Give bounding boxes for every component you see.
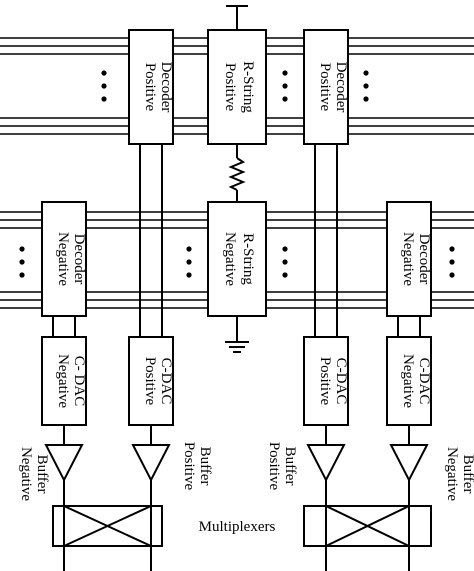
negative-buffer-right-label-1: Negative	[444, 447, 460, 501]
negative-decoder-left-block: Negative Decoder	[41, 201, 87, 317]
ellipsis-mid-1	[19, 246, 25, 278]
negative-buffer-left-label-1: Negative	[18, 447, 34, 501]
negative-buffer-left-label-2: Buffer	[34, 455, 50, 494]
positive-rstring-label-2: R-String	[240, 61, 256, 113]
positive-buffer-left-symbol	[131, 444, 171, 483]
resistor-symbol	[228, 157, 246, 191]
negative-cdac-left-block: Negative C- DAC	[41, 336, 87, 426]
negative-buffer-right-symbol	[389, 444, 429, 483]
negative-decoder-right-label-2: Decoder	[416, 234, 432, 285]
ellipsis-top-1	[101, 70, 107, 102]
negative-cdac-left-label-1: Negative	[55, 354, 71, 408]
negative-rstring-block: Negative R-String	[207, 201, 267, 317]
ellipsis-top-2	[282, 70, 288, 102]
positive-decoder-left-label-1: Positive	[142, 63, 158, 112]
positive-decoder-right-label-2: Decoder	[333, 62, 349, 113]
positive-buffer-right-label-2: Buffer	[282, 447, 298, 486]
positive-cdac-right-block: Positive C-DAC	[303, 336, 349, 426]
ellipsis-top-3	[363, 70, 369, 102]
negative-decoder-left-label-1: Negative	[55, 232, 71, 286]
positive-decoder-right-label-1: Positive	[317, 63, 333, 112]
positive-decoder-right-block: Positive Decoder	[303, 29, 349, 145]
negative-cdac-right-label-1: Negative	[400, 354, 416, 408]
negative-decoder-right-label-1: Negative	[400, 232, 416, 286]
ellipsis-mid-2	[186, 246, 192, 278]
negative-buffer-right-label-2: Buffer	[460, 455, 474, 494]
buffers	[44, 444, 429, 483]
cdac-to-buffer-wires	[63, 425, 410, 445]
buffer-to-mux-wires	[63, 480, 410, 571]
ground-symbol	[225, 341, 249, 353]
positive-decoder-left-label-2: Decoder	[158, 62, 174, 113]
negative-decoder-left-label-2: Decoder	[71, 234, 87, 285]
positive-decoder-left-block: Positive Decoder	[128, 29, 174, 145]
ellipsis-mid-4	[449, 246, 455, 278]
positive-buffer-right-symbol	[306, 444, 346, 483]
negative-rstring-label-1: Negative	[222, 232, 238, 286]
reference-network	[225, 5, 249, 353]
positive-rstring-label-1: Positive	[222, 63, 238, 112]
negative-cdac-left-label-2: C- DAC	[71, 356, 87, 406]
negative-cdac-right-block: Negative C-DAC	[386, 336, 432, 426]
positive-cdac-right-label-1: Positive	[317, 357, 333, 406]
buffer-labels: Negative Buffer Positive Buffer Positive…	[18, 442, 474, 502]
positive-cdac-right-label-2: C-DAC	[333, 358, 349, 405]
positive-cdac-left-label-2: C-DAC	[158, 358, 174, 405]
multiplexer-left	[52, 505, 163, 547]
ellipsis-dots	[19, 70, 455, 278]
negative-rstring-label-2: R-String	[240, 233, 256, 285]
positive-buffer-left-label-1: Positive	[181, 442, 197, 491]
positive-cdac-left-block: Positive C-DAC	[128, 336, 174, 426]
positive-buffer-left-label-2: Buffer	[197, 447, 213, 486]
positive-cdac-left-label-1: Positive	[142, 357, 158, 406]
multiplexer-right	[303, 505, 432, 547]
negative-decoder-right-block: Negative Decoder	[386, 201, 432, 317]
negative-vertical-wires	[52, 316, 421, 337]
negative-cdac-right-label-2: C-DAC	[416, 358, 432, 405]
multiplexers-label: Multiplexers	[199, 519, 276, 535]
negative-buffer-left-symbol	[44, 444, 84, 483]
positive-rstring-block: Positive R-String	[207, 29, 267, 145]
ellipsis-mid-3	[282, 246, 288, 278]
positive-buffer-right-label-1: Positive	[266, 442, 282, 491]
positive-vertical-wires	[139, 144, 338, 337]
